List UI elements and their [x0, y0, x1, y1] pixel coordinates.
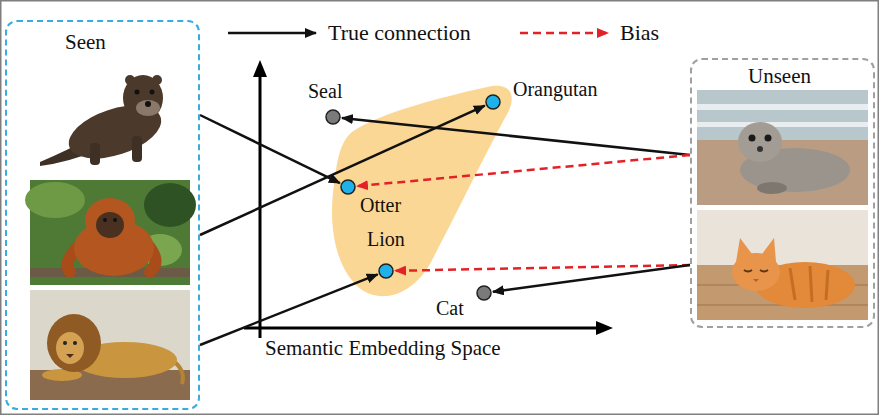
legend-sample	[518, 18, 612, 48]
legend-text: Bias	[620, 18, 659, 48]
connection-arrow	[200, 115, 340, 183]
lion-photo	[30, 290, 190, 400]
otter-eye	[135, 90, 140, 95]
point-marker	[340, 179, 356, 195]
connection-arrow	[493, 265, 690, 292]
lion-mane	[47, 314, 101, 372]
axes	[244, 60, 613, 338]
otter-photo	[30, 55, 185, 175]
legend-arrow	[228, 32, 316, 35]
foliage	[25, 182, 85, 218]
otter-head	[123, 75, 163, 121]
x-axis	[244, 327, 598, 330]
point-marker	[378, 263, 394, 279]
class-point: Lion	[378, 263, 394, 279]
lion-face	[56, 332, 84, 364]
seal-eye	[749, 135, 756, 142]
seal-nose	[757, 146, 763, 152]
class-point: Seal	[325, 109, 341, 125]
unseen-panel: Unseen	[690, 58, 875, 328]
cat-photo	[697, 210, 868, 320]
seen-panel: Seen	[5, 20, 200, 410]
point-label: Orangutan	[513, 78, 529, 101]
point-circle	[486, 95, 500, 109]
otter-muzzle	[136, 100, 160, 116]
orangutan-eye	[103, 218, 107, 222]
legend-text: True connection	[328, 18, 471, 48]
connection-arrow	[200, 106, 485, 235]
class-point: Otter	[340, 179, 356, 195]
cat-head	[732, 253, 780, 291]
legend-item: True connection	[226, 18, 471, 48]
point-label: Cat	[436, 297, 452, 320]
class-point: Cat	[476, 285, 492, 301]
connection-arrow	[200, 274, 378, 345]
point-label: Lion	[367, 228, 383, 251]
axis-head	[596, 321, 613, 335]
point-label: Otter	[360, 194, 376, 217]
legend-item: Bias	[518, 18, 659, 48]
wall	[697, 210, 868, 265]
otter-eye	[150, 90, 155, 95]
seal-photo	[697, 90, 868, 205]
seal-eye	[765, 135, 772, 142]
point-marker	[325, 109, 341, 125]
cat-eyes	[744, 270, 768, 272]
point-marker	[476, 285, 492, 301]
point-circle	[326, 110, 340, 124]
foliage	[144, 183, 196, 227]
orangutan-photo	[25, 180, 196, 285]
point-marker	[485, 94, 501, 110]
otter-body	[62, 95, 168, 168]
legend-arrow	[520, 32, 608, 35]
seal-head	[738, 122, 782, 162]
seen-region	[332, 86, 512, 297]
sea	[697, 90, 868, 140]
cat-stripes	[790, 266, 828, 302]
point-label: Seal	[308, 80, 324, 103]
class-point: Orangutan	[485, 94, 501, 110]
point-circle	[379, 264, 393, 278]
orangutan-head	[85, 198, 135, 242]
bias-arrow	[357, 155, 690, 186]
sand	[697, 140, 868, 205]
panel-title: Unseen	[748, 64, 873, 88]
otter-leg	[132, 136, 142, 162]
photo-ground	[30, 55, 185, 175]
cat-nose	[753, 279, 759, 282]
lion-nose	[66, 354, 74, 358]
wave	[697, 122, 868, 127]
otter-nose	[145, 101, 151, 107]
axis-label: Semantic Embedding Space	[265, 336, 501, 360]
wave	[697, 104, 868, 110]
seal-flipper	[757, 182, 787, 194]
point-circle	[341, 180, 355, 194]
legend-sample	[226, 18, 320, 48]
photo-ground	[30, 290, 190, 400]
lion-eye	[73, 341, 77, 345]
panel-title: Seen	[65, 30, 198, 54]
point-circle	[477, 286, 491, 300]
orangutan-face	[96, 212, 124, 238]
otter-leg	[90, 143, 100, 165]
lion-eye	[63, 341, 67, 345]
orangutan-eye	[113, 218, 117, 222]
connection-arrow	[342, 118, 690, 155]
axis-head	[253, 60, 267, 77]
